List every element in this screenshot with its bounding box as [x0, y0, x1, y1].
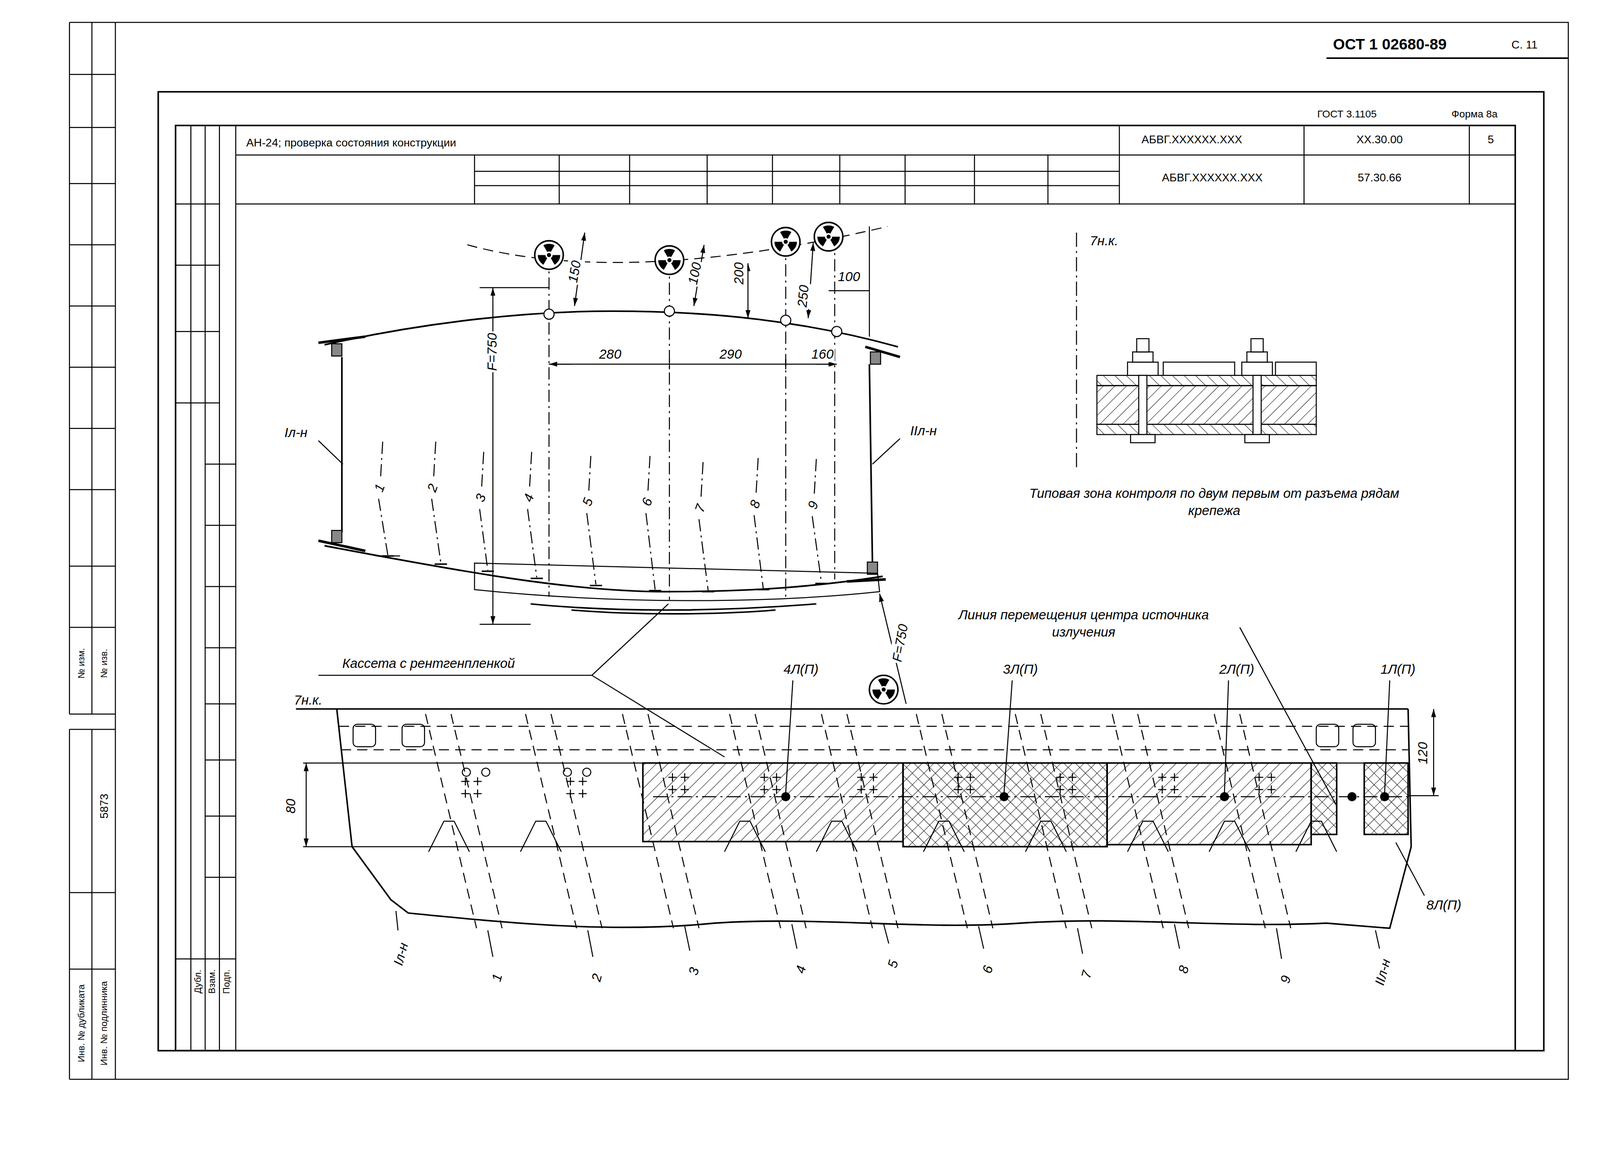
dimension-value: 80	[282, 797, 300, 815]
frame-number: 6	[637, 494, 657, 510]
dimension-value: 200	[730, 261, 748, 287]
dimension-value: 100	[836, 268, 862, 285]
standard-number: ОСТ 1 02680-89	[1331, 34, 1449, 54]
dimension-value: 250	[793, 282, 813, 310]
callout-label: 4Л(П)	[782, 661, 820, 679]
frame-label: IIл-н	[1370, 956, 1395, 989]
section-label: 7н.к.	[292, 691, 324, 709]
section-label: 7н.к.	[1088, 232, 1120, 250]
dimension-value: 100	[684, 259, 706, 288]
callout-label: Кассета с рентгенпленкой	[341, 654, 517, 672]
callout-label: 3Л(П)	[1001, 661, 1040, 679]
form-standard: ГОСТ 3.1105	[1315, 107, 1378, 121]
frame-number: 8	[745, 496, 765, 512]
frame-number: 1	[370, 480, 390, 496]
note-text: Типовая зона контроля по двум первым от …	[1024, 484, 1405, 520]
page-number: С. 11	[1510, 38, 1539, 53]
margin-stamp: Взам.	[206, 968, 218, 996]
dimension-value: 150	[564, 257, 586, 285]
margin-stamp: Подп.	[220, 968, 233, 996]
margin-stamp: Инв. № подлинника	[98, 980, 110, 1068]
margin-stamp: № изм.	[75, 646, 88, 681]
frame-number: 8	[1174, 962, 1193, 977]
frame-number: 3	[684, 964, 703, 979]
margin-stamp: № изв.	[98, 647, 110, 679]
callout-label: 8Л(П)	[1424, 896, 1463, 914]
title-block-cell: АБВГ.XXXXXX.XXX	[1140, 132, 1244, 147]
dimension-value: 280	[597, 345, 623, 363]
frame-number: 4	[791, 962, 811, 977]
dimension-value: 290	[718, 345, 744, 363]
frame-number: 3	[471, 490, 491, 506]
callout-label: 1Л(П)	[1379, 661, 1417, 679]
title-block-cell: АБВГ.XXXXXX.XXX	[1160, 170, 1264, 185]
frame-number: 4	[519, 490, 539, 506]
dimension-value: F=750	[483, 331, 501, 373]
title-block-cell: АН-24; проверка состояния конструкции	[244, 136, 458, 151]
dimension-value: 120	[1414, 740, 1431, 766]
frame-number: 7	[690, 500, 710, 516]
note-text: Линия перемещения центра источника излуч…	[934, 606, 1234, 641]
title-block-cell: 57.30.66	[1356, 170, 1403, 185]
frame-number: 5	[883, 957, 903, 972]
frame-number: 2	[423, 480, 443, 496]
dimension-value: 160	[809, 345, 835, 363]
frame-number: 9	[1276, 972, 1295, 987]
frame-number: 2	[587, 970, 607, 985]
callout-label: 2Л(П)	[1218, 661, 1256, 679]
title-block-cell: 5	[1486, 132, 1496, 147]
margin-stamp: 5873	[97, 792, 112, 820]
margin-stamp: Дубл.	[192, 968, 204, 996]
dimension-value: F=750	[888, 621, 913, 665]
frame-number: 7	[1077, 967, 1097, 982]
frame-label: IIл-н	[908, 422, 939, 440]
title-block-cell: XX.30.00	[1355, 132, 1405, 147]
frame-number: 5	[578, 494, 598, 510]
frame-number: 9	[803, 497, 823, 513]
frame-label: Iл-н	[282, 424, 309, 442]
frame-label: Iл-н	[389, 939, 413, 969]
frame-number: 6	[978, 962, 997, 977]
form-number: Форма 8а	[1450, 107, 1499, 121]
frame-number: 1	[487, 970, 507, 985]
margin-stamp: Инв. № дубликата	[75, 983, 88, 1064]
